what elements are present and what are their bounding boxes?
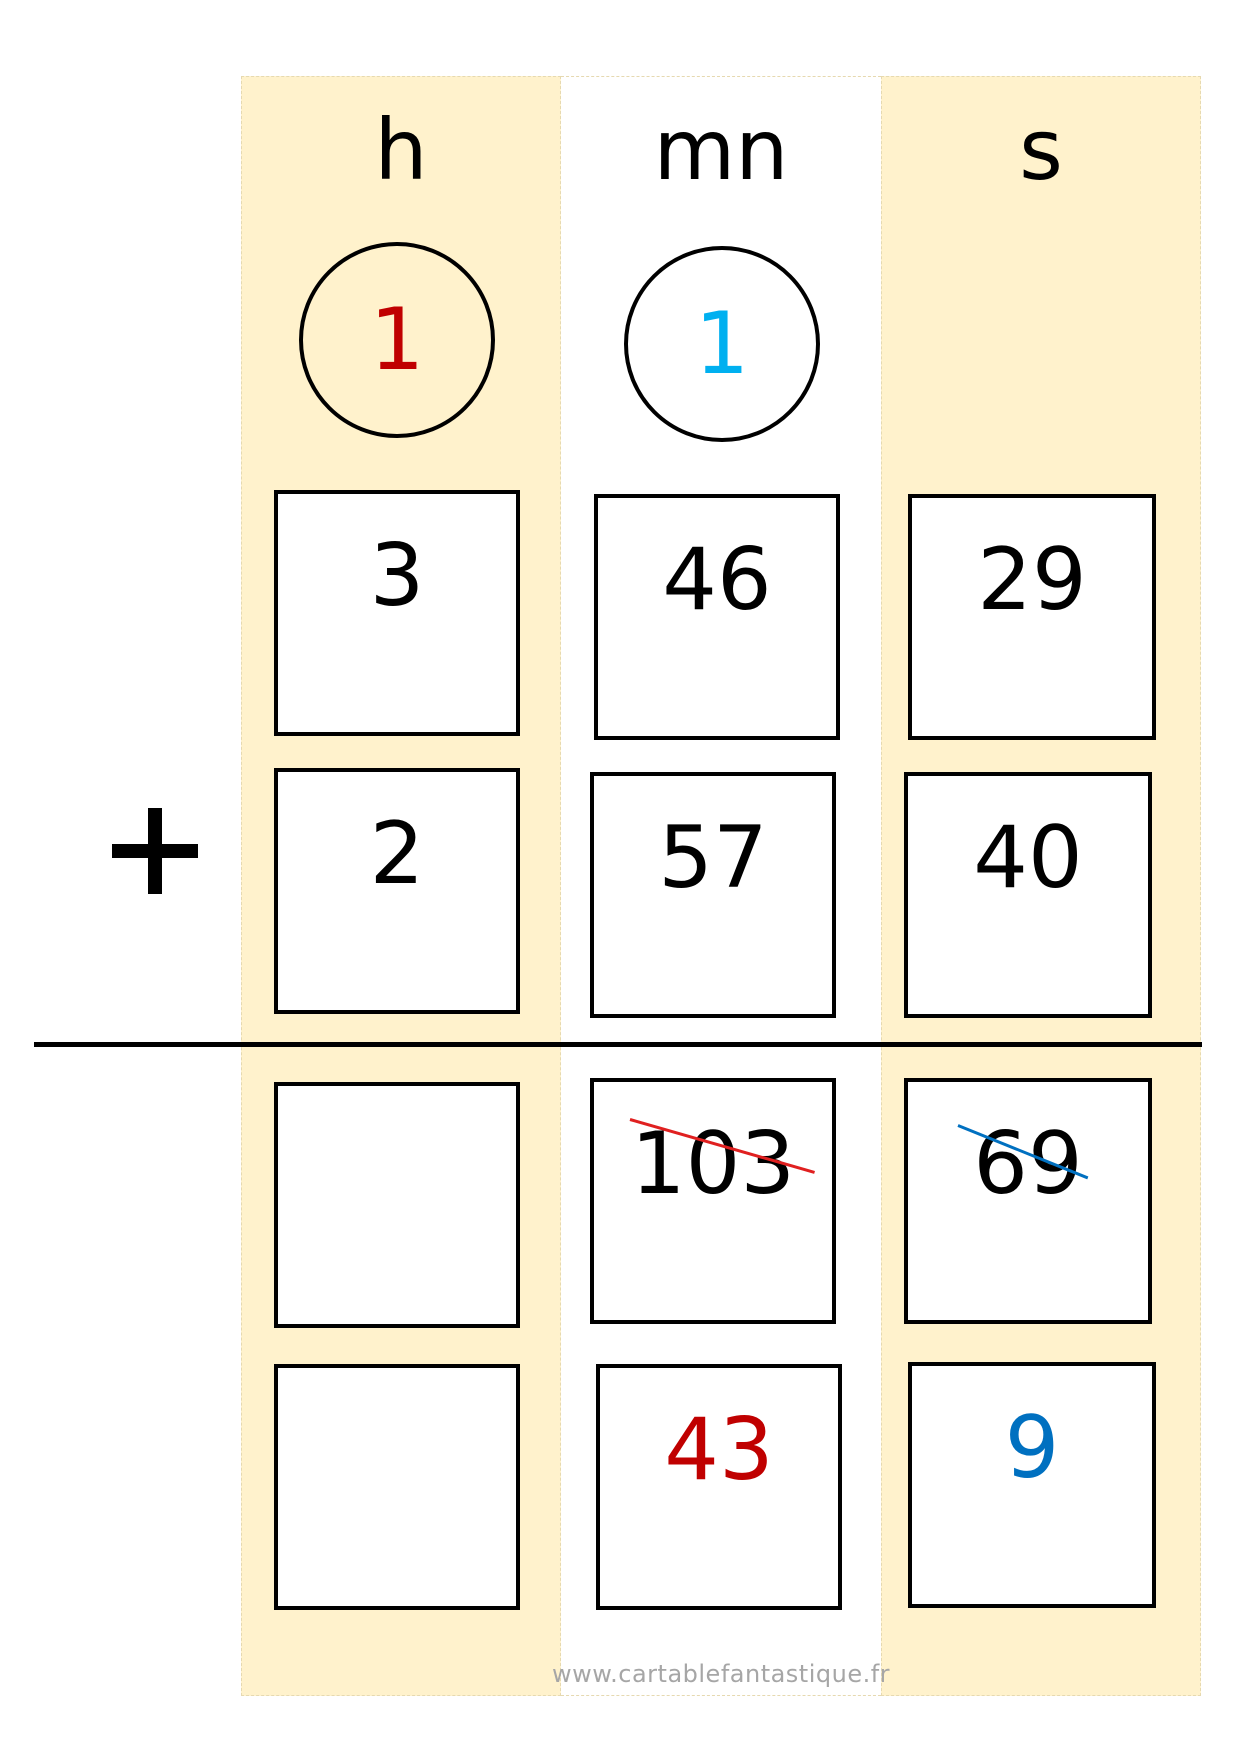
operand1-seconds-box: 29	[908, 494, 1156, 740]
operand2-hours-box: 2	[274, 768, 520, 1014]
header-minutes: mn	[653, 101, 789, 199]
carry-hours: 1	[299, 242, 495, 438]
result-minutes-box: 43	[596, 1364, 842, 1610]
header-seconds: s	[1019, 101, 1063, 199]
result-seconds-box: 9	[908, 1362, 1156, 1608]
result-hours-box	[274, 1364, 520, 1610]
header-hours: h	[374, 101, 428, 199]
raw-sum-seconds-box: 69	[904, 1078, 1152, 1324]
footer-url: www.cartablefantastique.fr	[551, 1660, 891, 1688]
plus-sign	[112, 808, 198, 894]
raw-sum-hours-box	[274, 1082, 520, 1328]
sum-line	[34, 1042, 1202, 1047]
operand2-seconds-box: 40	[904, 772, 1152, 1018]
raw-sum-minutes-box: 103	[590, 1078, 836, 1324]
operand2-minutes-box: 57	[590, 772, 836, 1018]
operand1-hours-box: 3	[274, 490, 520, 736]
carry-minutes: 1	[624, 246, 820, 442]
operand1-minutes-box: 46	[594, 494, 840, 740]
